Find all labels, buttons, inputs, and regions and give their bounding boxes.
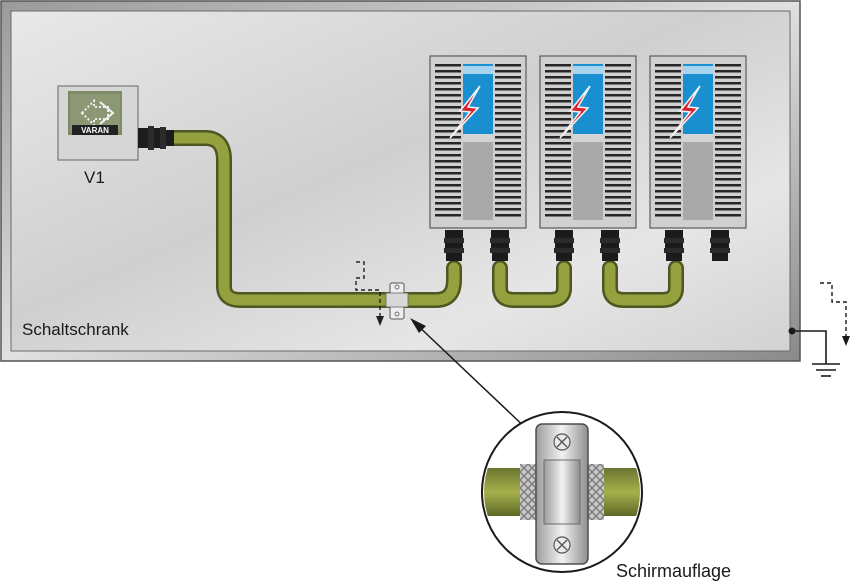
screw-icon — [553, 433, 571, 451]
lightning-icon — [559, 85, 591, 139]
screw-icon — [553, 536, 571, 554]
shield-clamp-detail — [481, 411, 643, 573]
lightning-icon — [669, 85, 701, 139]
v1-device: VARAN — [57, 85, 174, 161]
module-3 — [649, 55, 747, 261]
interference-path — [355, 261, 384, 326]
shield-clamp-label: Schirmauflage — [616, 561, 732, 581]
shielded-cable — [164, 130, 684, 308]
ground-icon — [812, 363, 840, 377]
device-label: V1 — [84, 168, 105, 187]
cabinet-label: Schaltschrank — [22, 320, 129, 339]
svg-text:VARAN: VARAN — [81, 126, 109, 135]
module-1 — [429, 55, 527, 261]
callout-pointer — [410, 318, 531, 433]
lightning-icon — [449, 85, 481, 139]
module-2 — [539, 55, 637, 261]
small-shield-clamp — [385, 282, 409, 320]
ground-connection — [788, 282, 850, 377]
varan-logo-icon — [80, 98, 115, 128]
